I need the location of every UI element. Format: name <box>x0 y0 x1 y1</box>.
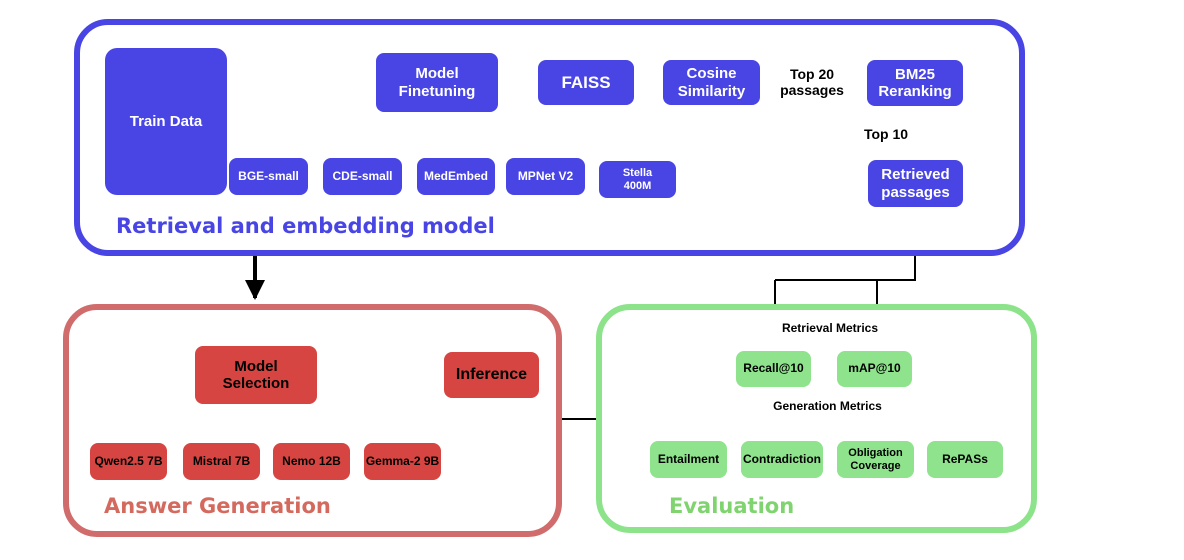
top-20-passages-label: Top 20 passages <box>780 66 844 99</box>
llm-gemma-2-9b: Gemma-2 9B <box>364 443 441 480</box>
evaluation-panel <box>596 304 1037 533</box>
model-finetuning-node: Model Finetuning <box>376 53 498 112</box>
inference-node: Inference <box>444 352 539 398</box>
retrieval-metrics-label: Retrieval Metrics <box>781 321 879 335</box>
retrieval-panel <box>74 19 1025 256</box>
train-data-node: Train Data <box>105 48 227 195</box>
llm-qwen2-5-7b: Qwen2.5 7B <box>90 443 167 480</box>
llm-nemo-12b: Nemo 12B <box>273 443 350 480</box>
metric-recall-at-10: Recall@10 <box>736 351 811 387</box>
embedding-model-mpnet-v2: MPNet V2 <box>506 158 585 195</box>
embedding-model-bge-small: BGE-small <box>229 158 308 195</box>
metric-map-at-10: mAP@10 <box>837 351 912 387</box>
top-10-label: Top 10 <box>863 126 909 142</box>
faiss-node: FAISS <box>538 60 634 105</box>
metric-entailment: Entailment <box>650 441 727 478</box>
cosine-similarity-node: Cosine Similarity <box>663 60 760 105</box>
embedding-model-cde-small: CDE-small <box>323 158 402 195</box>
answer-generation-panel <box>63 304 562 537</box>
metric-obligation-coverage: Obligation Coverage <box>837 441 914 478</box>
llm-mistral-7b: Mistral 7B <box>183 443 260 480</box>
model-selection-node: Model Selection <box>195 346 317 404</box>
embedding-model-stella-400m: Stella 400M <box>599 161 676 198</box>
evaluation-panel-title: Evaluation <box>669 494 795 518</box>
embedding-model-medembed: MedEmbed <box>417 158 495 195</box>
bm25-reranking-node: BM25 Reranking <box>867 60 963 106</box>
retrieval-panel-title: Retrieval and embedding model <box>116 214 495 238</box>
retrieved-passages-node: Retrieved passages <box>868 160 963 207</box>
metric-contradiction: Contradiction <box>741 441 823 478</box>
metric-repass: RePASs <box>927 441 1003 478</box>
generation-metrics-label: Generation Metrics <box>773 399 882 413</box>
answer-generation-panel-title: Answer Generation <box>104 494 331 518</box>
